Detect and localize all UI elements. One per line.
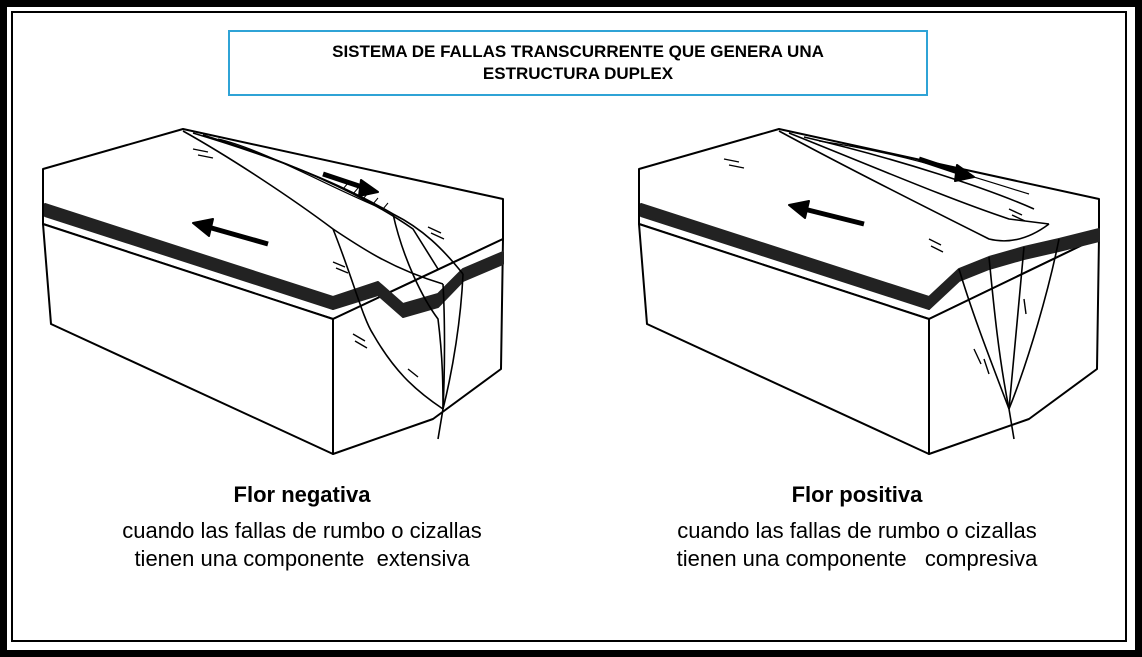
title-line-1: SISTEMA DE FALLAS TRANSCURRENTE QUE GENE… [332,42,824,61]
positive-flower-diagram [629,119,1119,464]
title-box: SISTEMA DE FALLAS TRANSCURRENTE QUE GENE… [228,30,928,96]
caption-line-1: cuando las fallas de rumbo o cizallas [677,518,1037,543]
slide-frame [11,11,1127,642]
caption-negative: Flor negativa cuando las fallas de rumbo… [57,481,547,573]
caption-heading: Flor positiva [791,482,923,507]
caption-line-2: tienen una componente extensiva [134,546,470,571]
displacement-arrow-left [207,224,269,247]
caption-line-1: cuando las fallas de rumbo o cizallas [122,518,482,543]
block-right-face [928,236,1100,455]
caption-line-2: tienen una componente compresiva [676,546,1038,571]
negative-flower-diagram [33,119,523,464]
caption-heading: Flor negativa [233,482,371,507]
caption-positive: Flor positiva cuando las fallas de rumbo… [612,481,1102,573]
title-line-2: ESTRUCTURA DUPLEX [482,64,674,83]
slide: SISTEMA DE FALLAS TRANSCURRENTE QUE GENE… [7,7,1135,650]
block-right-face [332,238,504,455]
displacement-arrow-left [803,206,865,227]
